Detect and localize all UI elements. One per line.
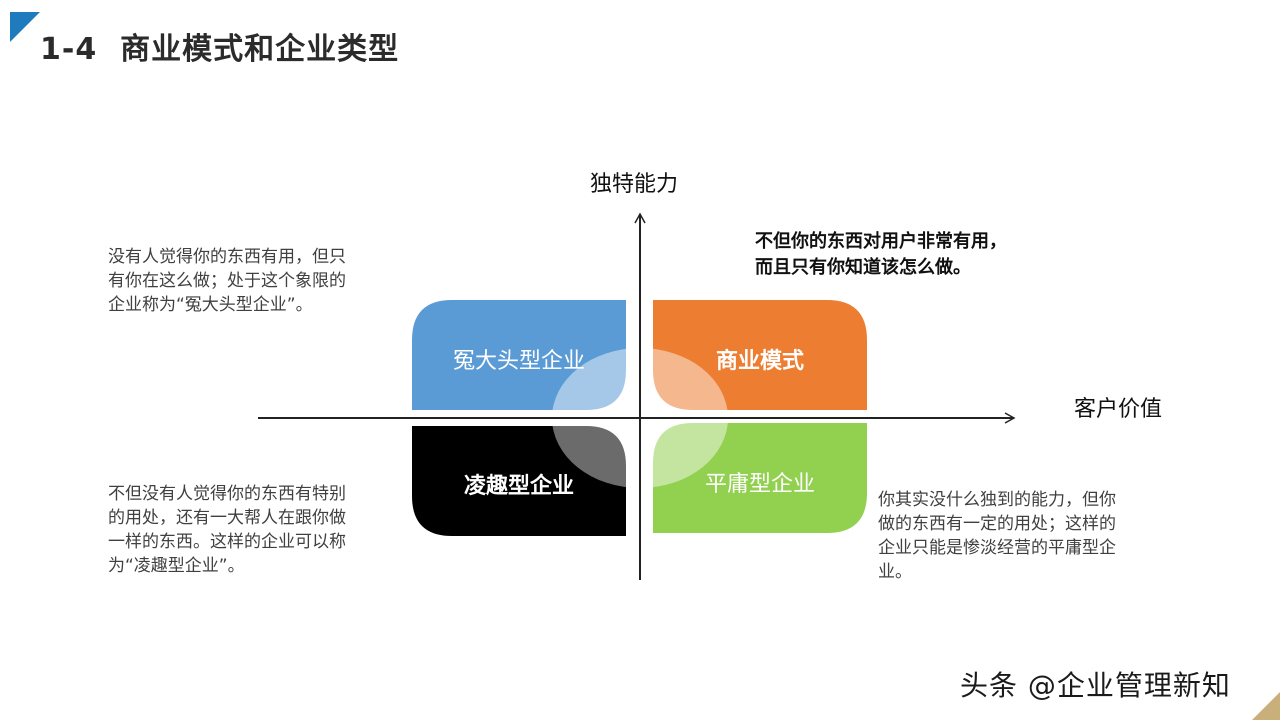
description-top-left: 没有人觉得你的东西有用，但只 有你在这么做；处于这个象限的 企业称为“冤大头型企… xyxy=(108,245,398,317)
quadrant-top-right xyxy=(653,300,867,410)
description-line: 而且只有你知道该怎么做。 xyxy=(755,257,971,278)
overlap-circle-bl xyxy=(552,426,626,488)
y-axis-label: 独特能力 xyxy=(590,172,679,197)
description-line: 一样的东西。这样的企业可以称 xyxy=(108,532,346,552)
quadrant-label-bottom-right: 平庸型企业 xyxy=(704,472,815,497)
description-line: 做的东西有一定的用处；这样的 xyxy=(878,514,1116,534)
quadrant-bottom-left xyxy=(412,426,626,536)
overlap-circle-tl xyxy=(552,348,626,410)
description-line: 企业称为“冤大头型企业”。 xyxy=(108,295,313,315)
quadrant-bottom-right xyxy=(653,423,867,533)
quadrant-label-top-right: 商业模式 xyxy=(715,349,804,374)
x-axis-label: 客户价值 xyxy=(1074,397,1163,422)
quadrant-label-bottom-left: 凌趣型企业 xyxy=(463,474,574,499)
description-line: 不但你的东西对用户非常有用， xyxy=(755,231,1007,252)
watermark: 头条 @企业管理新知 xyxy=(960,669,1231,702)
description-line: 业。 xyxy=(878,562,912,582)
description-line: 没有人觉得你的东西有用，但只 xyxy=(108,247,346,267)
description-line: 你其实没什么独到的能力，但你 xyxy=(878,490,1116,510)
quadrant-top-left xyxy=(412,300,626,410)
quadrant-label-top-left: 冤大头型企业 xyxy=(452,349,585,374)
corner-accent xyxy=(10,12,40,42)
description-line: 不但没有人觉得你的东西有特别 xyxy=(108,484,346,504)
overlap-circle-tr xyxy=(653,348,728,410)
description-bottom-left: 不但没有人觉得你的东西有特别 的用处，还有一大帮人在跟你做 一样的东西。这样的企… xyxy=(108,482,398,578)
description-line: 企业只能是惨淡经营的平庸型企 xyxy=(878,538,1116,558)
slide-title: 1-4 商业模式和企业类型 xyxy=(40,32,400,67)
watermark-corner xyxy=(1252,692,1280,720)
description-top-right: 不但你的东西对用户非常有用， 而且只有你知道该怎么做。 xyxy=(755,229,1007,281)
description-line: 为“凌趣型企业”。 xyxy=(108,556,245,576)
description-line: 的用处，还有一大帮人在跟你做 xyxy=(108,508,346,528)
description-line: 有你在这么做；处于这个象限的 xyxy=(108,271,346,291)
description-bottom-right: 你其实没什么独到的能力，但你 做的东西有一定的用处；这样的 企业只能是惨淡经营的… xyxy=(878,488,1168,584)
overlap-circle-br xyxy=(653,423,728,488)
